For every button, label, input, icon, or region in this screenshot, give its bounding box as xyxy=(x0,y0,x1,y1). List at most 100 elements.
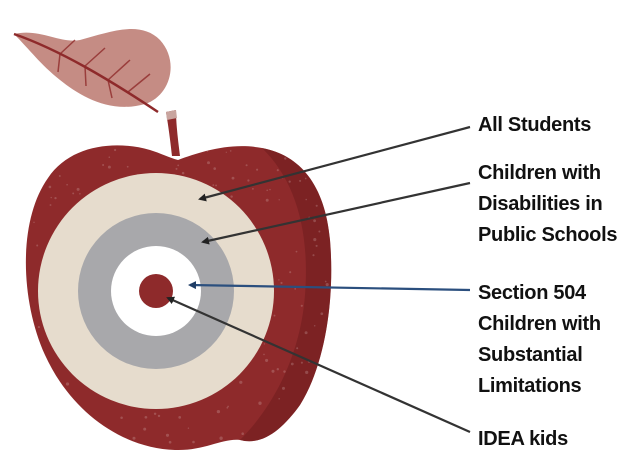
apple-speckle-dot xyxy=(284,157,287,160)
apple-speckle-dot xyxy=(38,186,41,189)
label-children-with-disabilities: Children with Disabilities in Public Sch… xyxy=(478,158,617,251)
apple-speckle-dot xyxy=(304,331,308,335)
apple-speckle-dot xyxy=(256,168,259,171)
leaf xyxy=(13,29,171,114)
apple-speckle-dot xyxy=(231,176,235,180)
apple-speckle-dot xyxy=(226,406,229,409)
arrow-section-504 xyxy=(188,281,471,292)
apple-speckle-dot xyxy=(265,198,269,202)
apple-speckle-dot xyxy=(294,288,297,290)
apple-speckle-dot xyxy=(322,150,325,153)
label-all-students: All Students xyxy=(478,110,591,141)
apple-speckle-dot xyxy=(50,196,52,199)
apple-speckle-dot xyxy=(56,148,60,152)
apple-speckle-dot xyxy=(181,171,185,175)
label-line: Section 504 xyxy=(478,282,586,304)
apple-speckle-dot xyxy=(53,422,55,425)
apple-speckle-dot xyxy=(263,343,266,345)
apple-speckle-dot xyxy=(216,409,221,414)
label-idea-kids: IDEA kids xyxy=(478,424,568,455)
apple-speckle-dot xyxy=(65,382,70,386)
apple-speckle-dot xyxy=(157,414,161,418)
apple-speckle-dot xyxy=(281,430,284,433)
apple-speckle-dot xyxy=(52,409,54,411)
apple-speckle-dot xyxy=(282,386,285,390)
apple-speckle-dot xyxy=(29,396,33,400)
apple-speckle-dot xyxy=(241,432,244,435)
apple-speckle-dot xyxy=(304,177,307,180)
apple-speckle-dot xyxy=(206,150,209,152)
apple-speckle-dot xyxy=(317,407,319,409)
apple-speckle-dot xyxy=(102,164,105,166)
label-line: Children with xyxy=(478,162,601,184)
apple-speckle-dot xyxy=(43,425,47,429)
apple-speckle-dot xyxy=(58,175,61,177)
apple-speckle-dot xyxy=(177,157,180,160)
apple-speckle-dot xyxy=(52,408,55,411)
apple-speckle-dot xyxy=(225,151,227,153)
label-line: Disabilities in xyxy=(478,193,603,215)
apple-speckle-dot xyxy=(120,416,123,420)
apple-speckle-dot xyxy=(319,412,322,415)
apple-speckle-dot xyxy=(36,244,39,247)
apple-speckle-dot xyxy=(245,164,248,167)
apple-speckle-dot xyxy=(37,326,40,329)
apple-speckle-dot xyxy=(79,193,81,195)
apple-speckle-dot xyxy=(187,427,190,429)
apple-speckle-dot xyxy=(313,324,316,327)
arrow-disabilities xyxy=(201,181,471,245)
apple-speckle-dot xyxy=(144,415,148,419)
apple-speckle-dot xyxy=(49,204,52,206)
apple-speckle-dot xyxy=(31,372,34,375)
apple-speckle-dot xyxy=(35,431,38,435)
apple-speckle-dot xyxy=(315,244,318,247)
apple-speckle-dot xyxy=(318,230,321,233)
apple-speckle-dot xyxy=(165,433,170,437)
label-line: Public Schools xyxy=(478,224,618,246)
apple-speckle-dot xyxy=(109,431,111,433)
apple-speckle-dot xyxy=(313,219,316,223)
apple-speckle-dot xyxy=(175,167,178,170)
apple-speckle-dot xyxy=(215,184,218,187)
apple-speckle-dot xyxy=(66,183,68,186)
apple-speckle-dot xyxy=(227,405,229,408)
apple-speckle-dot xyxy=(73,436,75,438)
apple-speckle-dot xyxy=(283,370,286,373)
apple-speckle-dot xyxy=(300,304,303,307)
apple-speckle-dot xyxy=(126,165,129,168)
apple-speckle-dot xyxy=(313,238,317,242)
apple-speckle-dot xyxy=(306,402,310,406)
label-line: Limitations xyxy=(478,375,582,397)
apple-speckle-dot xyxy=(36,166,40,170)
apple-speckle-dot xyxy=(290,362,294,366)
apple-speckle-dot xyxy=(305,198,308,201)
apple-speckle-dot xyxy=(229,150,232,152)
apple-speckle-dot xyxy=(33,221,35,224)
apple-speckle-dot xyxy=(192,440,195,444)
apple-speckle-dot xyxy=(315,204,318,207)
apple-speckle-dot xyxy=(213,167,216,170)
apple-speckle-dot xyxy=(303,154,306,157)
stem-highlight xyxy=(166,110,177,120)
apple-speckle-dot xyxy=(54,196,57,200)
apple-speckle-dot xyxy=(295,250,298,253)
apple-speckle-dot xyxy=(299,179,302,182)
apple-speckle-dot xyxy=(53,433,57,437)
apple-speckle-dot xyxy=(108,156,111,158)
apple-speckle-dot xyxy=(276,368,279,371)
apple-speckle-dot xyxy=(273,314,276,317)
apple-speckle-dot xyxy=(168,440,172,444)
apple-speckle-dot xyxy=(266,189,268,192)
apple-speckle-dot xyxy=(72,192,75,195)
apple-speckle-dot xyxy=(277,438,281,442)
apple-speckle-dot xyxy=(230,195,233,198)
label-all-students-text: All Students xyxy=(478,114,592,136)
apple-speckle-dot xyxy=(328,153,331,155)
apple-speckle-dot xyxy=(320,312,324,316)
apple-speckle-dot xyxy=(29,333,31,335)
apple-speckle-dot xyxy=(107,165,111,169)
apple-stem xyxy=(166,110,180,156)
apple-speckle-dot xyxy=(269,188,271,191)
apple-texture xyxy=(29,148,331,444)
